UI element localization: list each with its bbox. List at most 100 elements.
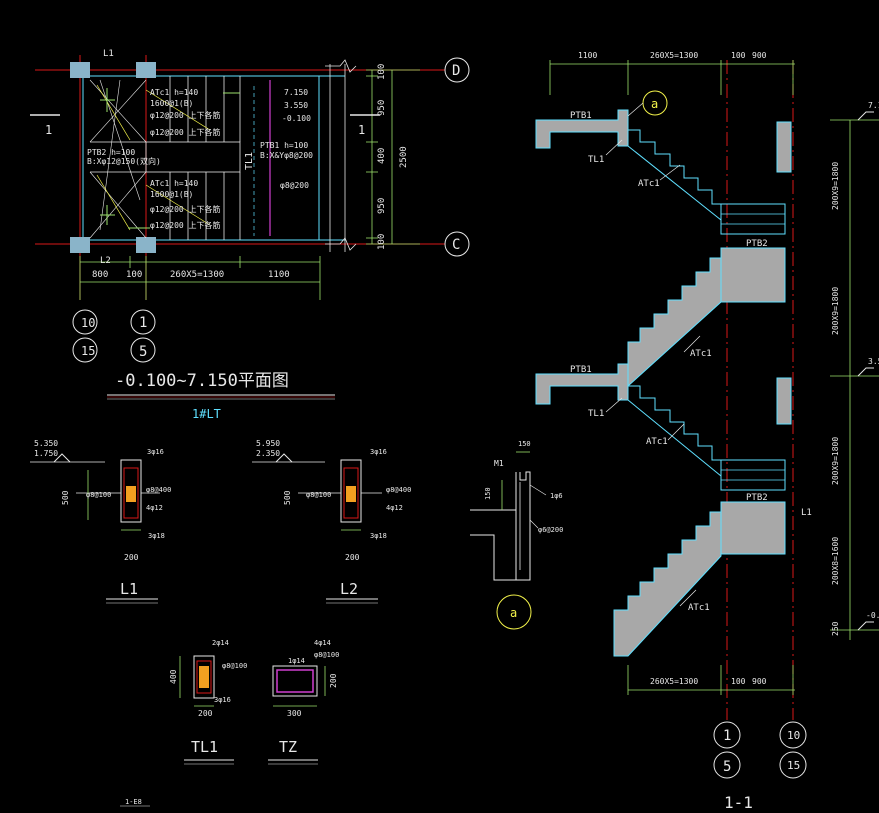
axis-bottom-1a: 1 [139, 315, 147, 331]
axis-bubble-15 [72, 337, 98, 363]
plan-note-lower-1: 1600@1(B) [150, 190, 193, 199]
plan-ptb1-0: PTB1 h=100 [260, 141, 308, 150]
plan-dim-right-1: 950 [377, 100, 387, 116]
detail-a-mark: a [510, 606, 517, 620]
stair-flight-filled-2 [613, 502, 722, 657]
plan-rebar-note: φ8@200 [280, 181, 309, 190]
tl1-stirrup: φ8@100 [222, 662, 247, 670]
sec-label-0: PTB1 [570, 111, 592, 121]
tz-title: TZ [279, 738, 297, 756]
plan-note-lower-3: φ12@200 上下各筋 [150, 220, 221, 230]
sec-elev-top: 7.1 [868, 101, 879, 110]
bottom-left-fragment: 1-E8 [125, 798, 142, 806]
plan-subtitle: 1#LT [192, 407, 221, 421]
sec-vdim-1: 200X9=1800 [831, 287, 840, 335]
tz-top: 4φ14 [314, 639, 331, 647]
plan-note-mid-0: PTB2 h=100 [87, 148, 135, 157]
sec-axis-2b: 15 [787, 759, 800, 772]
sec-dim-top-0: 1100 [578, 51, 597, 60]
sec-elev-mid: 3.5 [868, 357, 879, 366]
section-axis-1 [713, 721, 741, 749]
detail-a [470, 451, 547, 630]
l1-width: 200 [124, 553, 139, 562]
sec-vdim-0: 200X9=1800 [831, 162, 840, 210]
plan-note-upper-1: 1600@1(B) [150, 99, 193, 108]
plan-dim-bottom-3: 1100 [268, 270, 290, 280]
sec-dim-top-3: 900 [752, 51, 767, 60]
sec-label-7: ATc1 [646, 437, 668, 447]
detail-a-bar2: φ6@200 [538, 526, 563, 534]
axis-bubble-1 [130, 309, 156, 335]
section-mark-right: 1 [358, 123, 365, 137]
section-title: 1-1 [724, 793, 753, 812]
l1-elev-1: 1.750 [34, 449, 58, 458]
sec-dim-top-2: 100 [731, 51, 746, 60]
detail-a-bar1: 1φ6 [550, 492, 563, 500]
plan-tl1-label: TL1 [244, 152, 255, 170]
plan-elev-2: -0.100 [282, 114, 311, 123]
sec-label-9: ATc1 [688, 603, 710, 613]
tl1-title: TL1 [191, 738, 218, 756]
sec-elev-low: -0. [866, 611, 879, 620]
sec-dim-bottom-2: 900 [752, 677, 767, 686]
l2-stirrup: φ8@100 [306, 491, 331, 499]
plan-ptb1-1: B:X&Yφ8@200 [260, 151, 313, 160]
section-axis-15 [779, 751, 807, 779]
sec-axis-2a: 10 [787, 729, 800, 742]
plan-dim-right-0: 100 [377, 64, 387, 80]
sec-dim-top-1: 260X5=1300 [650, 51, 698, 60]
l2-top: 3φ16 [370, 448, 387, 456]
sec-dim-bottom-0: 260X5=1300 [650, 677, 698, 686]
sec-vdim-3: 200X8=1600 [831, 537, 840, 585]
column-bot-left [70, 237, 90, 253]
axis-bubble-10 [72, 309, 98, 335]
sec-beam-label: L1 [801, 508, 812, 518]
sec-label-3: PTB2 [746, 239, 768, 249]
sec-detail-mark: a [651, 97, 658, 111]
sec-label-2: ATc1 [638, 179, 660, 189]
l2-height: 500 [283, 490, 292, 505]
axis-bottom-2b: 15 [81, 344, 95, 358]
plan-title: -0.100~7.150平面图 [115, 371, 289, 391]
axis-label-c: C [452, 237, 460, 253]
l1-height: 500 [61, 490, 70, 505]
tz-width: 300 [287, 709, 302, 718]
sec-label-8: PTB2 [746, 493, 768, 503]
tz-stirrup: φ8@100 [314, 651, 339, 659]
l1-title: L1 [120, 580, 138, 598]
plan-dim-bottom-2: 260X5=1300 [170, 270, 224, 280]
section-view [535, 60, 879, 779]
plan-view [30, 55, 470, 400]
plan-dim-right-4: 100 [377, 234, 387, 250]
axis-bubble-d [444, 57, 470, 83]
l2-title: L2 [340, 580, 358, 598]
l1-top: 3φ16 [147, 448, 164, 456]
l2-bottom: 3φ18 [370, 532, 387, 540]
ptb1-middle [535, 363, 629, 405]
axis-bottom-1b: 5 [139, 344, 147, 360]
section-axis-5 [713, 751, 741, 779]
l2-width: 200 [345, 553, 360, 562]
plan-elev-0: 7.150 [284, 88, 308, 97]
tl1-detail [179, 655, 234, 765]
sec-label-1: TL1 [588, 155, 604, 165]
section-mark-left: 1 [45, 123, 52, 137]
tz-inner: 1φ14 [288, 657, 305, 665]
l2-stirrup2: φ8@400 [386, 486, 411, 494]
column-top-mid [136, 62, 156, 78]
axis-bubble-c [444, 231, 470, 257]
stair-flight-filled-1 [627, 248, 722, 388]
plan-dim-right-3: 950 [377, 198, 387, 214]
l1-elev-0: 5.350 [34, 439, 58, 448]
sec-vdim-4: 250 [831, 621, 840, 636]
axis-label-d: D [452, 63, 460, 79]
l1-side: 4φ12 [146, 504, 163, 512]
tz-height: 200 [329, 673, 338, 688]
ptb2-lower [720, 501, 786, 555]
plan-beam-top: L1 [103, 49, 114, 59]
tl1-width: 200 [198, 709, 213, 718]
plan-note-mid-1: B:Xφ12@150(双向) [87, 156, 161, 166]
sec-label-4: ATc1 [690, 349, 712, 359]
sec-vdim-2: 200X9=1800 [831, 437, 840, 485]
